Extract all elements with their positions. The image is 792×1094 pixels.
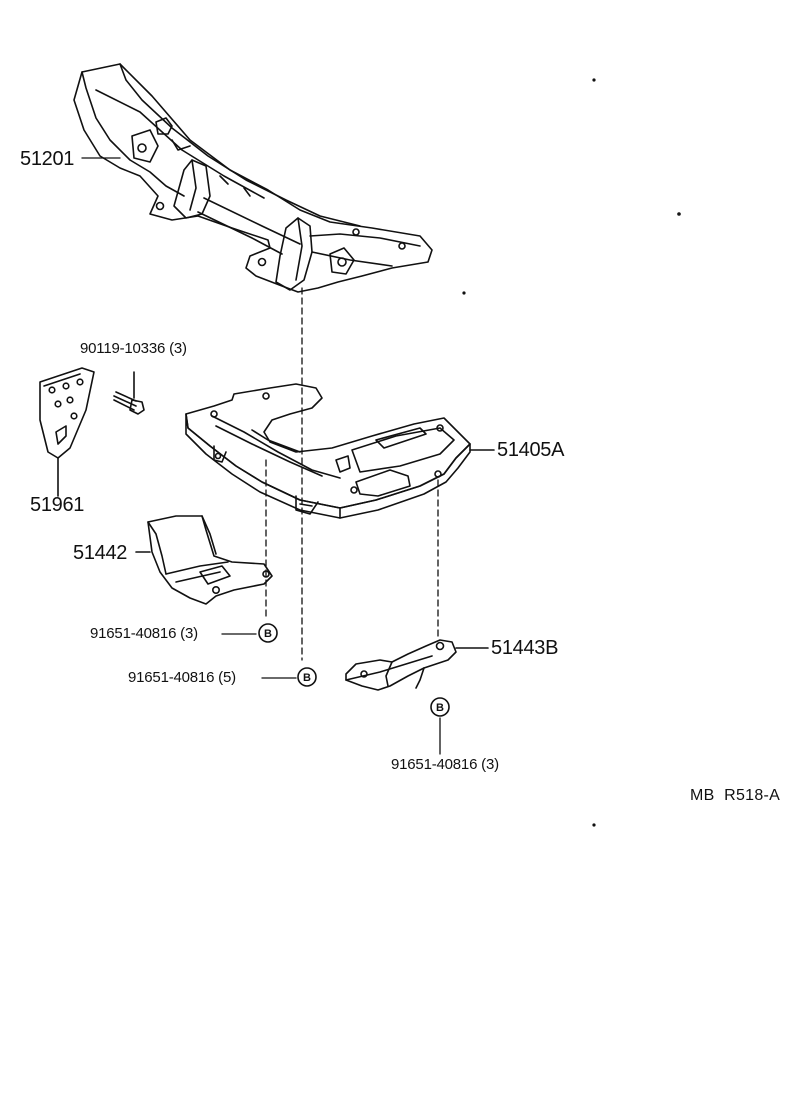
bolt-marker-circle xyxy=(297,667,317,687)
under-cover-51405A-drawing xyxy=(185,383,495,519)
part-label-51405A: 51405A xyxy=(497,439,565,461)
part-label-51442: 51442 xyxy=(73,542,128,564)
diagram-reference-code: MB R518-A xyxy=(690,787,781,804)
scan-dots xyxy=(462,78,681,827)
alignment-lines xyxy=(265,287,439,661)
leader-lines xyxy=(81,157,441,755)
part-label-91651-a: 91651-40816 (3) xyxy=(90,625,198,642)
part-label-51961: 51961 xyxy=(30,494,85,516)
plate-51961-drawing xyxy=(39,367,95,497)
part-label-91651-b: 91651-40816 (5) xyxy=(128,669,236,686)
bolt-marker-letter: B xyxy=(303,672,311,684)
bolt-marker-letter: B xyxy=(436,702,444,714)
part-label-90119: 90119-10336 (3) xyxy=(80,340,187,357)
bolt-90119-drawing xyxy=(113,371,145,415)
bolt-marker-circle xyxy=(430,697,450,717)
bolt-marker-circle xyxy=(258,623,278,643)
bracket-51443B-drawing xyxy=(345,639,489,691)
crossmember-51201-drawing xyxy=(73,63,433,293)
bracket-51442-drawing xyxy=(135,515,273,605)
part-label-91651-c: 91651-40816 (3) xyxy=(391,756,499,773)
bolt-markers xyxy=(258,623,450,717)
part-label-51201: 51201 xyxy=(20,148,75,170)
bolt-marker-letter: B xyxy=(264,628,272,640)
part-label-51443B: 51443B xyxy=(491,637,559,659)
